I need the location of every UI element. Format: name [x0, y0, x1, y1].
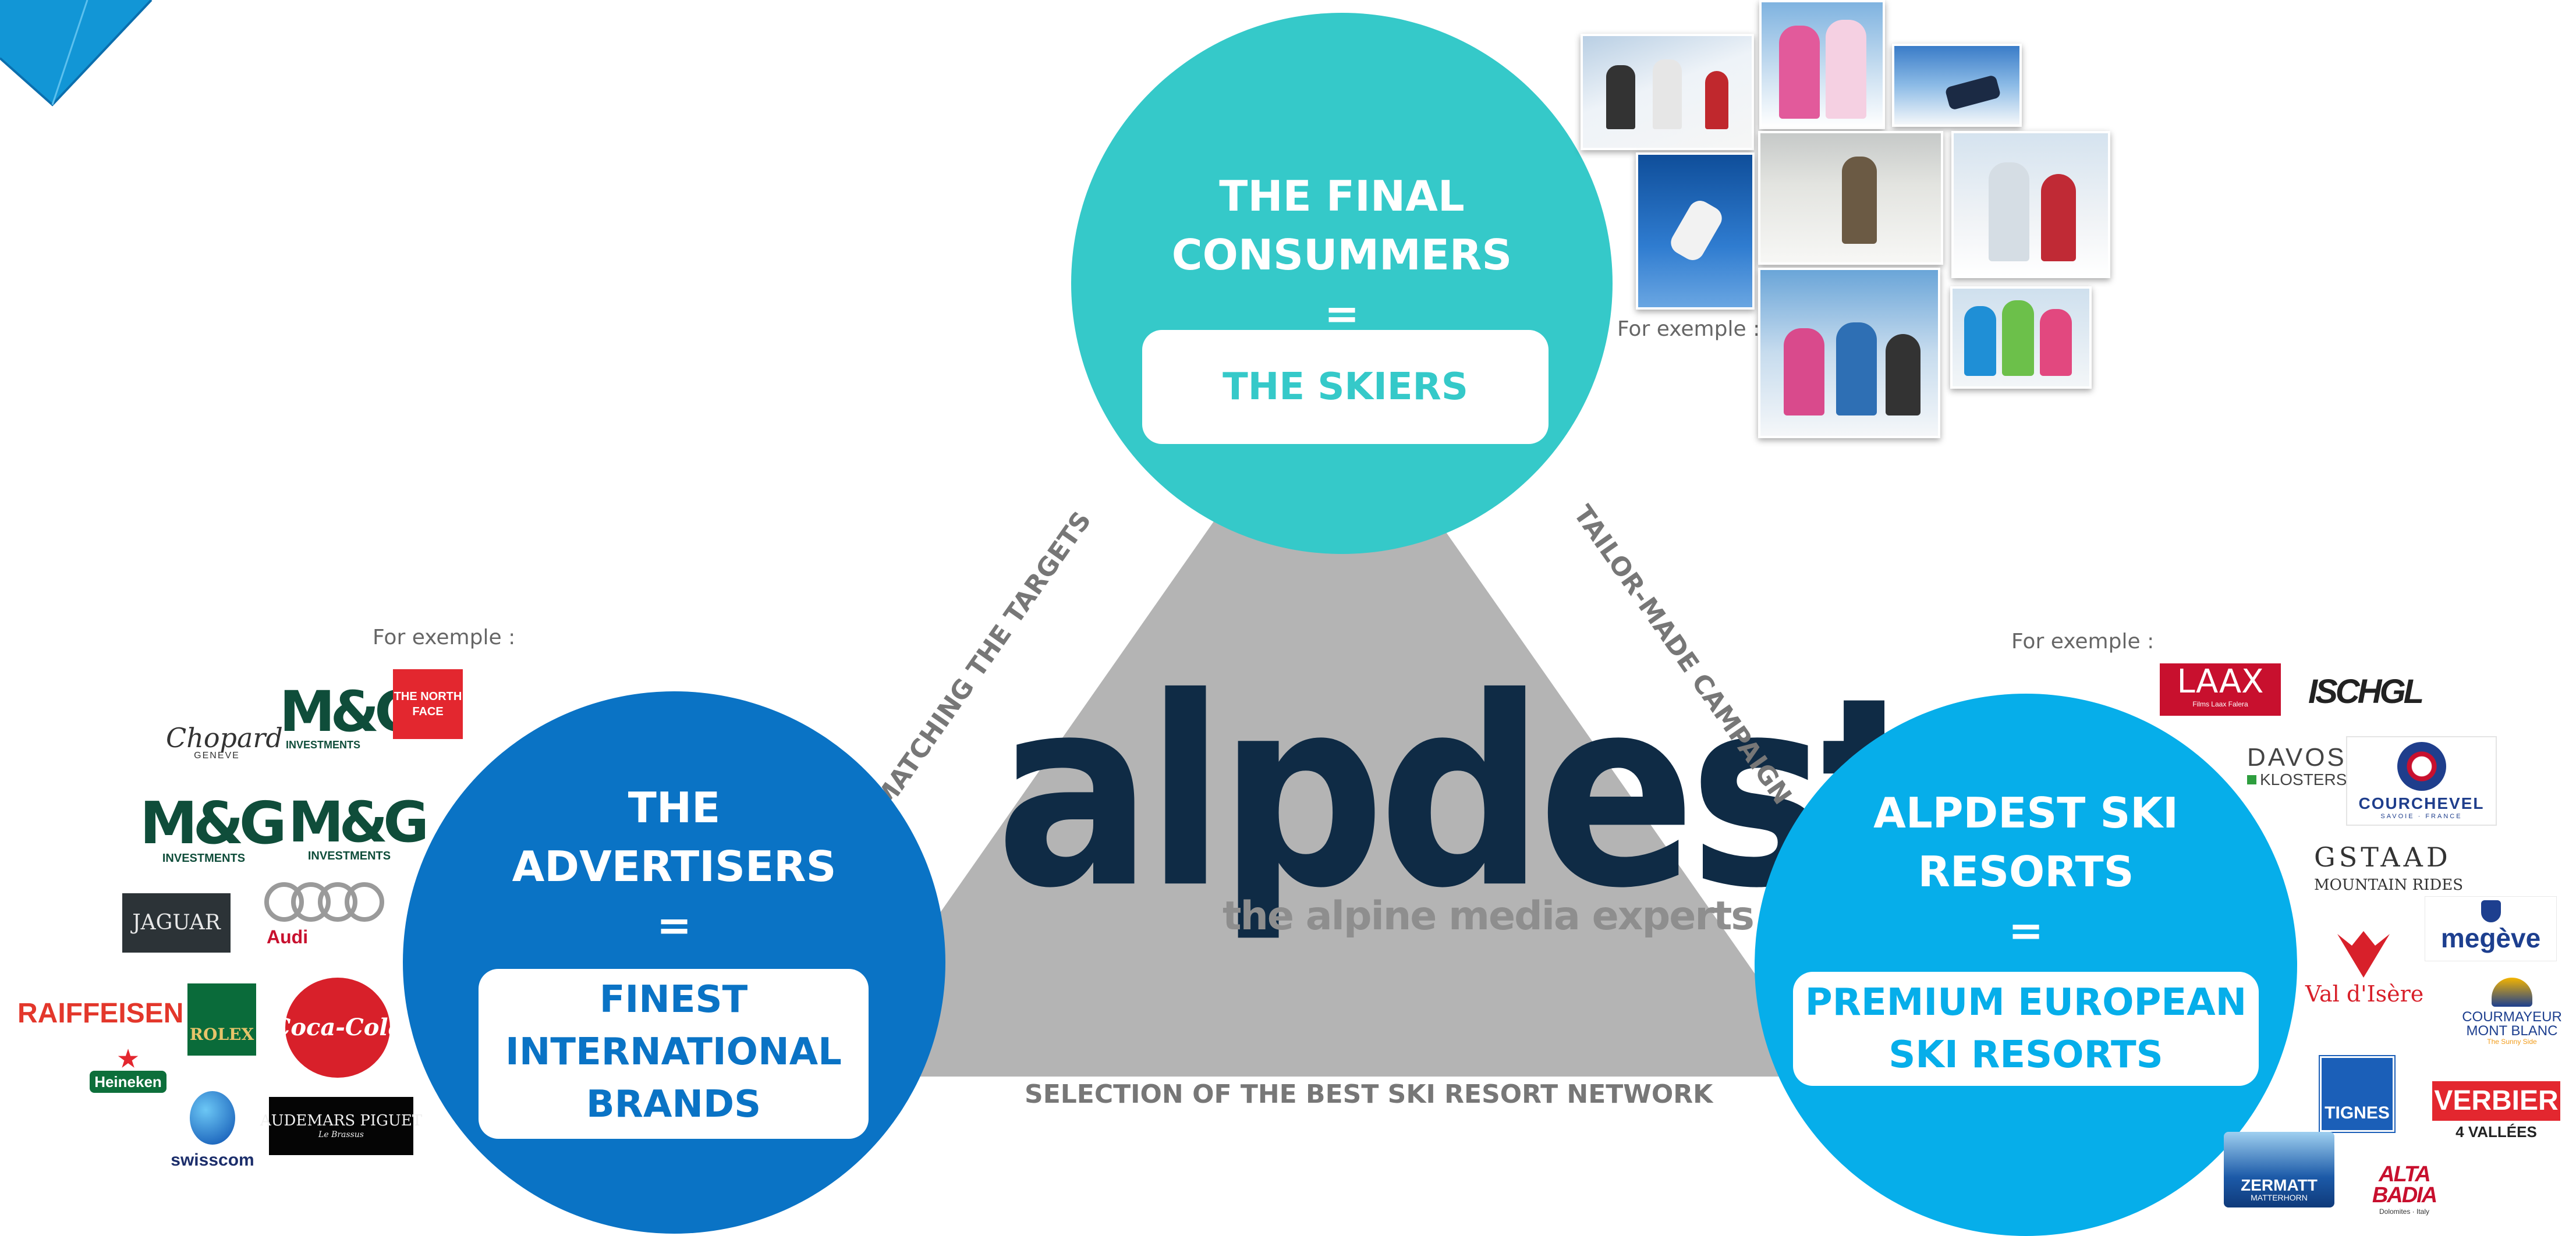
- resort-logo-tignes: TIGNES: [2320, 1056, 2394, 1132]
- node-advertisers-title-line2: ADVERTISERS: [512, 842, 837, 891]
- brand-logo-chopard: Chopard GENEVE: [166, 722, 283, 761]
- green-square-icon: [2247, 775, 2256, 784]
- node-advertisers-title-line1: THE: [628, 783, 721, 832]
- resort-logo-davos-klosters: DAVOS KLOSTERS: [2247, 743, 2347, 789]
- node-resorts-title-line1: ALPDEST SKI: [1873, 789, 2178, 837]
- val-disere-chamois-icon: [2337, 931, 2390, 978]
- node-advertisers-box-line3: BRANDS: [586, 1083, 761, 1126]
- resort-logo-ischgl: ISCHGL: [2308, 673, 2424, 711]
- brand-logo-mg-1: M&G INVESTMENTS: [279, 679, 420, 751]
- for-example-label-resorts: For exemple :: [2011, 630, 2155, 653]
- resort-logo-verbier: VERBIER 4 VALLÉES: [2432, 1081, 2560, 1145]
- audi-rings-icon: [264, 882, 384, 922]
- brand-logo-coca-cola: Coca-Cola: [272, 978, 403, 1078]
- brand-logo-raiffeisen: RAIFFEISEN: [17, 998, 184, 1029]
- skier-photo: [1636, 152, 1755, 310]
- node-consumers-title-line2: CONSUMMERS: [1171, 230, 1512, 279]
- node-resorts-equals: =: [2008, 906, 2044, 955]
- brand-logo-audi: Audi: [261, 879, 389, 946]
- resort-logo-laax: LAAX Films Laax Falera: [2160, 663, 2281, 716]
- skier-photo: [1892, 44, 2022, 127]
- snowflake-icon: [2397, 742, 2446, 791]
- node-advertisers-box: FINEST INTERNATIONAL BRANDS: [479, 969, 869, 1139]
- brand-logo-swisscom: swisscom: [169, 1091, 256, 1169]
- resort-logo-megeve: megève: [2425, 896, 2557, 961]
- for-example-label-skiers: For exemple :: [1617, 317, 1760, 341]
- alpdest-tagline: the alpine media experts: [1223, 893, 1755, 939]
- brand-logo-mg-3: M&G INVESTMENTS: [288, 790, 429, 862]
- resort-logo-val-disere: Val d'Isère: [2305, 928, 2423, 1005]
- resort-logo-alta-badia: ALTA BADIA Dolomites · Italy: [2372, 1162, 2437, 1216]
- skier-photo: [1950, 286, 2092, 389]
- skier-photo: [1581, 34, 1754, 150]
- megeve-crest-icon: [2481, 900, 2501, 922]
- swisscom-icon: [190, 1091, 235, 1145]
- skier-photo: [1759, 0, 1885, 129]
- node-ski-resorts: ALPDEST SKI RESORTS = PREMIUM EUROPEAN S…: [1755, 694, 2297, 1236]
- skier-photo: [1951, 131, 2110, 278]
- node-final-consumers: THE FINAL CONSUMMERS = THE SKIERS: [1071, 13, 1613, 554]
- resort-logo-courmayeur: COURMAYEUR MONT BLANC The Sunny Side: [2454, 978, 2570, 1045]
- brand-logo-rolex: ROLEX: [187, 983, 256, 1056]
- node-advertisers: THE ADVERTISERS = FINEST INTERNATIONAL B…: [403, 691, 945, 1234]
- node-advertisers-box-line1: FINEST: [599, 978, 748, 1021]
- resort-logo-zermatt: ZERMATT MATTERHORN: [2224, 1132, 2334, 1207]
- node-resorts-box-line1: PREMIUM EUROPEAN: [1805, 981, 2247, 1024]
- edge-label-selection-network: SELECTION OF THE BEST SKI RESORT NETWORK: [1025, 1079, 1713, 1109]
- brand-logo-audemars-piguet: AUDEMARS PIGUET Le Brassus: [260, 1097, 422, 1155]
- skier-photo: [1758, 268, 1940, 438]
- node-consumers-box: THE SKIERS: [1142, 330, 1549, 444]
- resort-logo-courchevel: COURCHEVEL SAVOIE · FRANCE: [2346, 736, 2497, 826]
- brand-logo-north-face: THE NORTH FACE: [393, 669, 463, 739]
- skier-photo: [1758, 131, 1943, 265]
- node-consumers-title-line1: THE FINAL: [1219, 172, 1465, 221]
- node-advertisers-equals: =: [656, 901, 692, 950]
- resort-logo-gstaad: GSTAAD MOUNTAIN RIDES: [2314, 841, 2464, 894]
- node-resorts-box: PREMIUM EUROPEAN SKI RESORTS: [1793, 972, 2259, 1086]
- brand-logo-heineken: ★ Heineken: [84, 1047, 172, 1111]
- node-resorts-title-line2: RESORTS: [1918, 847, 2134, 896]
- brand-logo-mg-2: M&G INVESTMENTS: [140, 789, 287, 865]
- brand-logo-jaguar: JAGUAR: [122, 893, 231, 953]
- alpdest-logo-wordmark: alpdest: [995, 642, 1932, 946]
- node-resorts-box-line2: SKI RESORTS: [1888, 1033, 2163, 1077]
- corner-diamond-decoration: [0, 0, 153, 106]
- for-example-label-brands: For exemple :: [373, 626, 516, 649]
- node-consumers-box-text: THE SKIERS: [1223, 365, 1468, 409]
- alpdest-logo: alpdest: [995, 663, 1932, 924]
- node-advertisers-box-line2: INTERNATIONAL: [505, 1031, 842, 1074]
- star-icon: ★: [118, 1046, 139, 1072]
- mountain-icon: [2492, 978, 2532, 1007]
